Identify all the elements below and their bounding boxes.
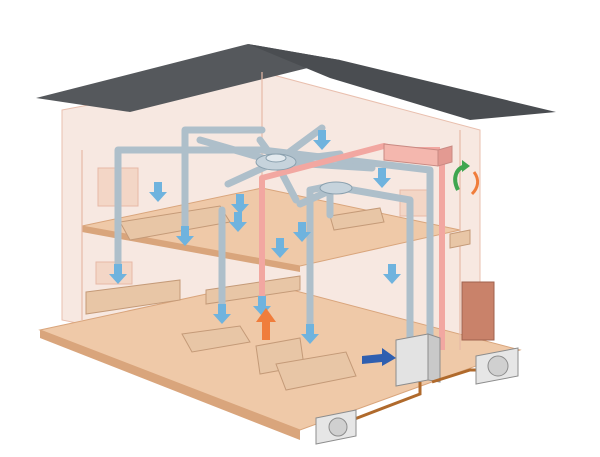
- down-arrow-icon: [229, 212, 247, 232]
- down-arrow-icon: [149, 182, 167, 202]
- up-arrow-icon: [256, 308, 276, 340]
- down-arrow-icon: [383, 264, 401, 284]
- ground-floor-edge: [40, 330, 300, 440]
- kitchen-counter: [85, 279, 181, 315]
- right-arrow-icon: [362, 348, 396, 366]
- down-arrow-icon: [109, 264, 127, 284]
- indoor-air-handler: [395, 333, 441, 387]
- low-cabinet: [205, 275, 301, 305]
- roof-left-slope: [36, 44, 340, 112]
- roof-right-slope: [248, 44, 556, 120]
- curved-arrow-icon: [453, 160, 480, 196]
- refrigerant-pipe: [351, 382, 422, 422]
- outdoor-condenser-left: [315, 409, 357, 445]
- down-arrow-icon: [213, 304, 231, 324]
- down-arrow-icon: [231, 194, 249, 214]
- down-arrow-icon: [313, 130, 331, 150]
- heat-recovery-ventilator: [383, 143, 453, 167]
- down-arrow-icon: [373, 168, 391, 188]
- dining-table: [181, 325, 251, 353]
- gray-supply-duct: [181, 126, 266, 236]
- outdoor-condenser-right: [475, 347, 519, 385]
- coffee-table: [275, 351, 357, 391]
- upper-toilet: [449, 229, 471, 249]
- down-arrow-icon: [271, 238, 289, 258]
- down-arrow-icon: [293, 222, 311, 242]
- down-arrow-icon: [176, 226, 194, 246]
- front-door: [461, 281, 495, 341]
- down-arrow-icon: [301, 324, 319, 344]
- air-distribution-hub: [255, 153, 353, 195]
- upper-window: [399, 189, 431, 217]
- upper-desk: [329, 207, 385, 231]
